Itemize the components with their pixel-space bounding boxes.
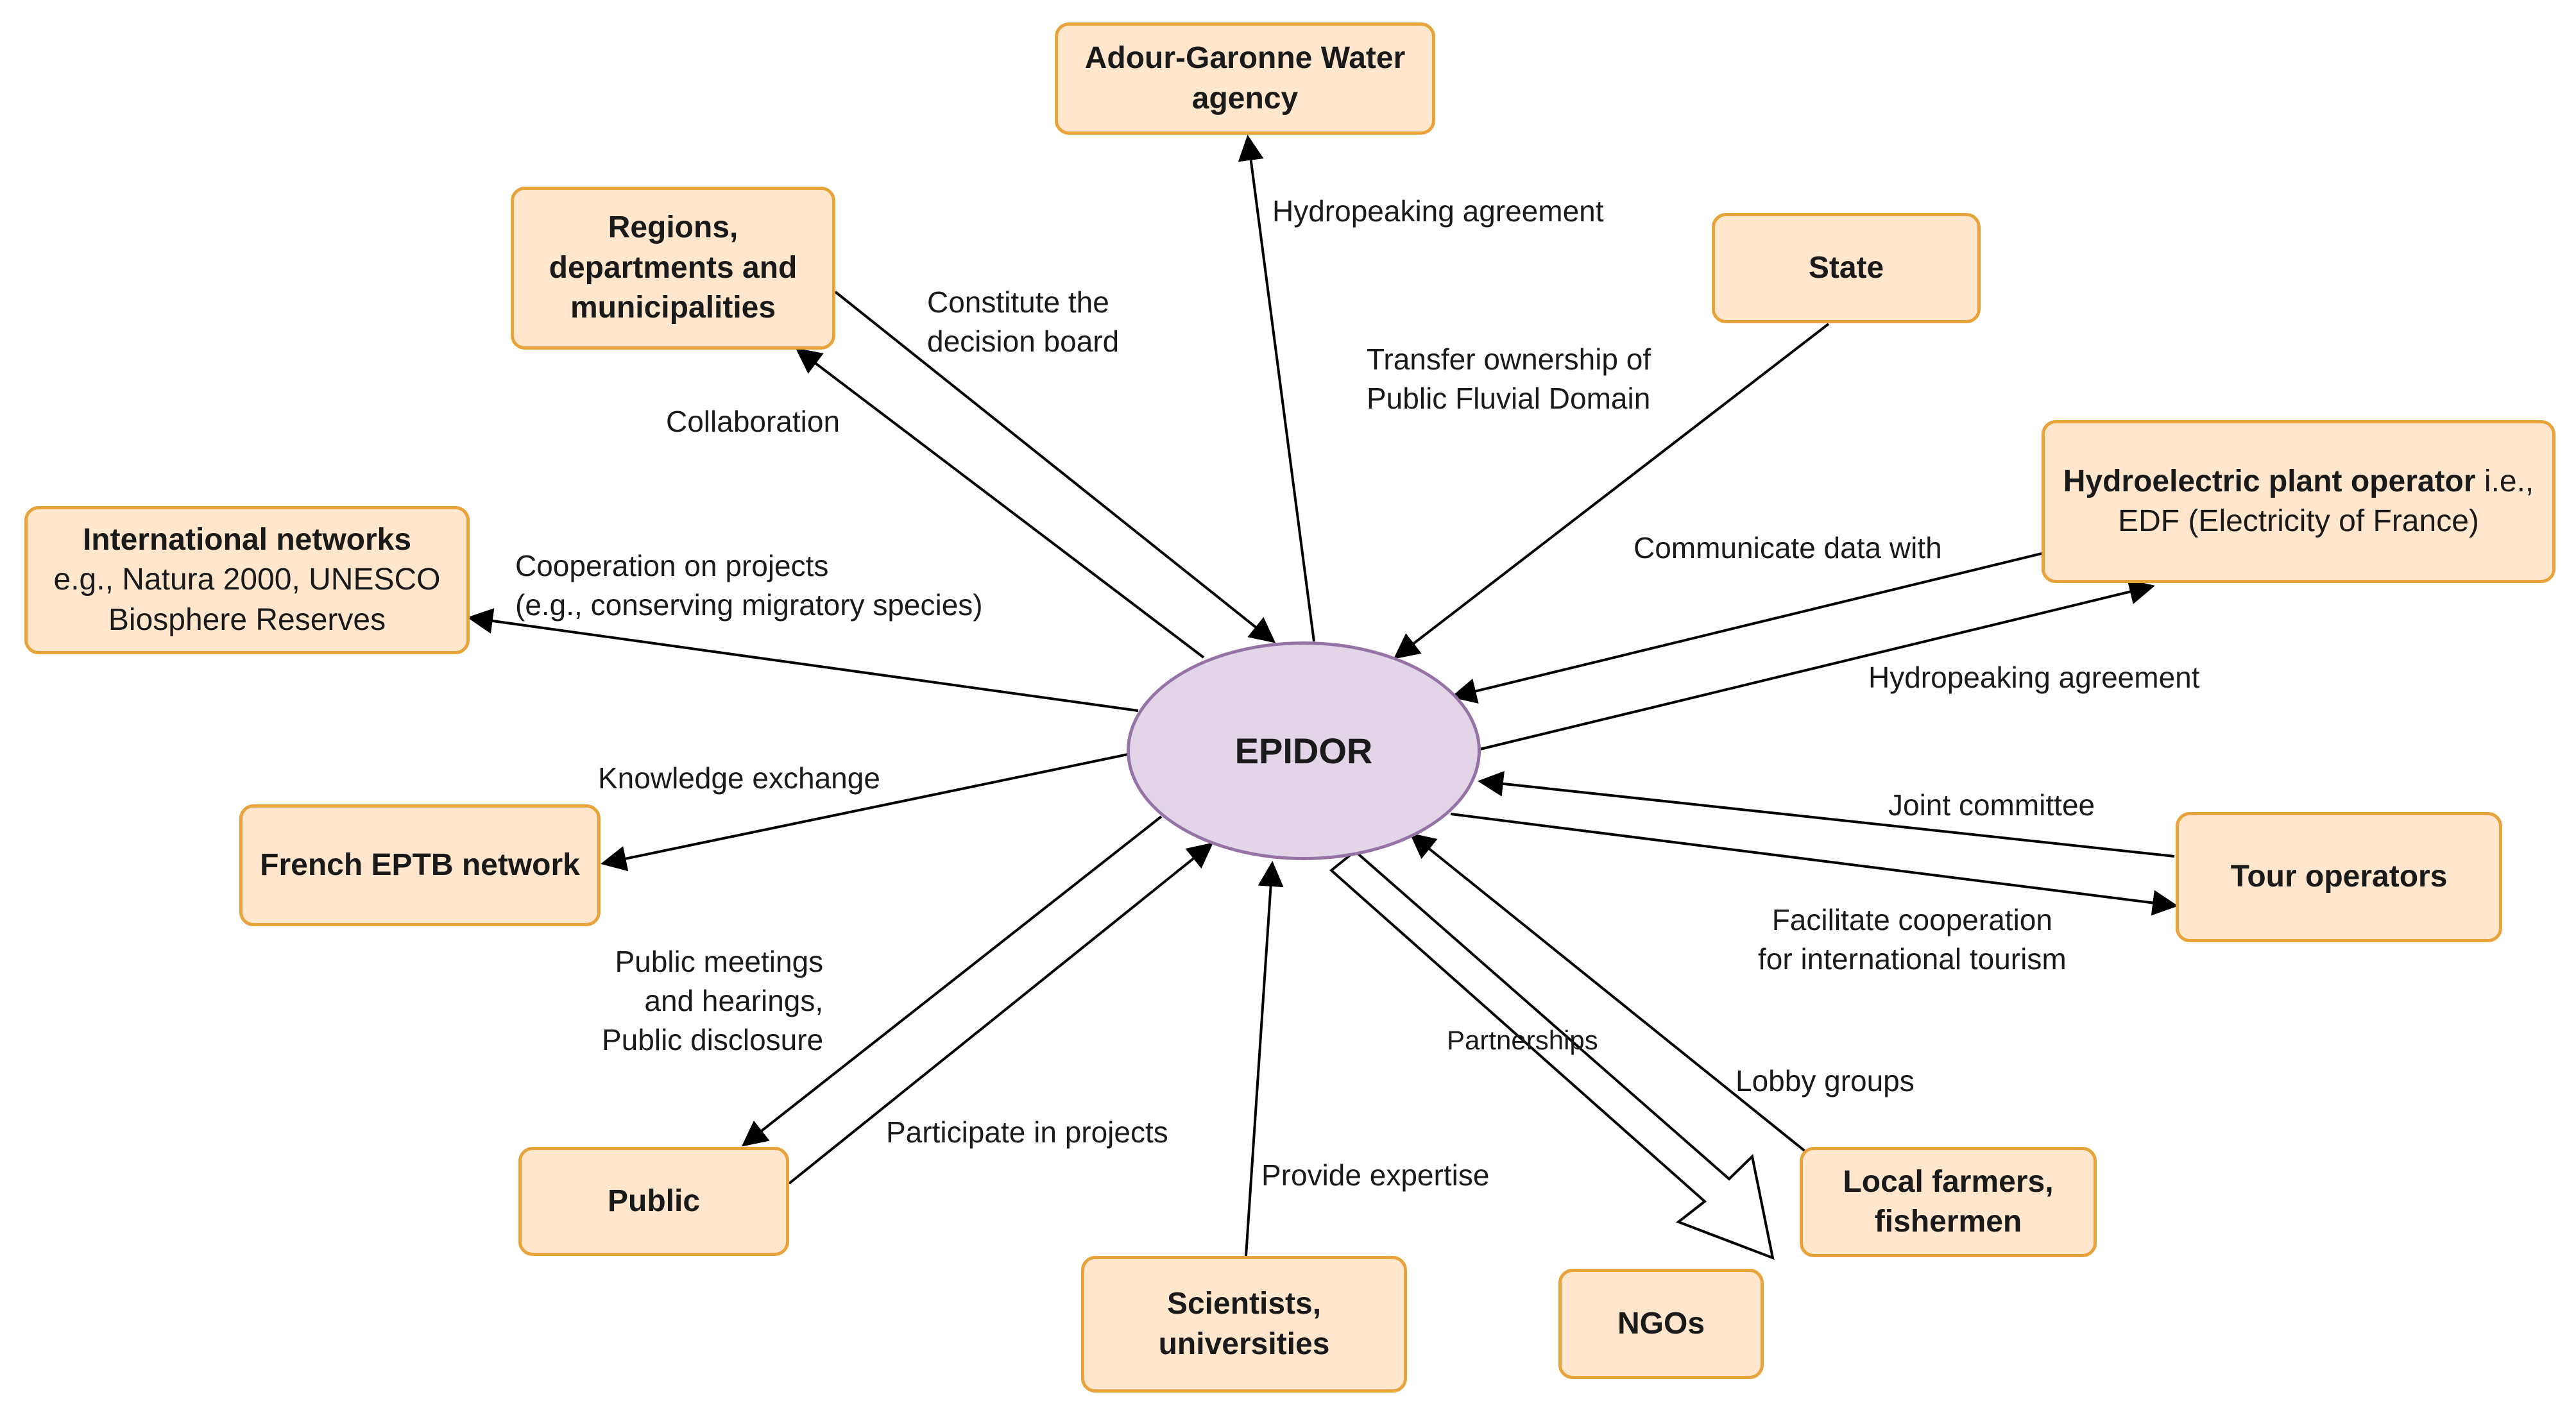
label-hydropeaking-right: Hydropeaking agreement xyxy=(1868,661,2200,694)
label-facilitate-cooperation: Facilitate cooperation for international… xyxy=(1758,901,2067,979)
adour-line-2: agency xyxy=(1191,81,1299,115)
regions-line-1: Regions, xyxy=(608,210,738,245)
public-node: Public xyxy=(518,1147,789,1256)
tour-operators-node: Tour operators xyxy=(2176,812,2502,942)
regions-line-3: municipalities xyxy=(570,291,776,325)
cooperation-line-1: Cooperation on projects xyxy=(515,549,829,582)
edge-epidor-to-eptb xyxy=(601,753,1129,872)
cooperation-line-2: (e.g., conserving migratory species) xyxy=(515,588,983,622)
adour-line-1: Adour-Garonne Water xyxy=(1084,41,1406,76)
edge-epidor-to-adour xyxy=(1238,135,1315,642)
edge-public-to-epidor xyxy=(788,842,1214,1185)
public-meet-line-2: and hearings, xyxy=(644,984,824,1018)
scientists-node: Scientists, universities xyxy=(1081,1256,1407,1393)
edge-farmers-to-epidor xyxy=(1409,833,1811,1156)
local-farmers-node: Local farmers, fishermen xyxy=(1800,1147,2097,1257)
edge-tour-to-epidor xyxy=(1478,770,2175,858)
epidor-node: EPIDOR xyxy=(1127,641,1481,860)
state-label: State xyxy=(1808,250,1884,285)
scientists-line-1: Scientists, xyxy=(1166,1287,1322,1321)
label-joint-committee: Joint committee xyxy=(1888,788,2095,822)
eptb-label: French EPTB network xyxy=(260,847,580,882)
regions-node: Regions, departments and municipalities xyxy=(511,187,835,350)
label-provide-expertise: Provide expertise xyxy=(1261,1158,1490,1192)
edge-epidor-to-tour xyxy=(1450,813,2178,916)
label-participate-projects: Participate in projects xyxy=(886,1115,1168,1149)
label-knowledge-exchange: Knowledge exchange xyxy=(598,761,880,795)
label-constitute-board: Constitute the decision board xyxy=(927,283,1119,361)
label-public-meetings: Public meetings and hearings, Public dis… xyxy=(602,942,823,1060)
public-meet-line-3: Public disclosure xyxy=(602,1023,824,1057)
label-hydropeaking-top: Hydropeaking agreement xyxy=(1272,194,1604,228)
edge-epidor-to-ngos-block-arrow xyxy=(1329,849,1775,1260)
ngos-label: NGOs xyxy=(1617,1306,1705,1341)
regions-line-2: departments and xyxy=(549,250,798,285)
intl-line-2: e.g., Natura 2000, UNESCO xyxy=(53,563,441,597)
edge-scientists-to-epidor xyxy=(1245,861,1284,1257)
hydro-title: Hydroelectric plant operator xyxy=(2063,464,2476,498)
international-networks-node: International networks e.g., Natura 2000… xyxy=(24,506,470,654)
hydro-line-2: EDF (Electricity of France) xyxy=(2118,504,2479,538)
label-lobby-groups: Lobby groups xyxy=(1736,1064,1915,1097)
edge-state-to-epidor xyxy=(1393,323,1830,659)
hydroelectric-operator-node: Hydroelectric plant operator i.e., EDF (… xyxy=(2042,420,2555,583)
constitute-line-1: Constitute the xyxy=(927,285,1109,319)
constitute-line-2: decision board xyxy=(927,325,1120,359)
epidor-label: EPIDOR xyxy=(1234,731,1373,771)
label-partnerships: Partnerships xyxy=(1447,1025,1598,1055)
label-communicate-data: Communicate data with xyxy=(1633,531,1942,564)
label-cooperation-projects: Cooperation on projects (e.g., conservin… xyxy=(515,547,983,625)
edge-epidor-to-intl xyxy=(467,608,1139,712)
edge-epidor-to-regions xyxy=(795,348,1205,659)
ngos-node: NGOs xyxy=(1558,1269,1764,1379)
label-collaboration: Collaboration xyxy=(666,405,840,438)
adour-garonne-node: Adour-Garonne Water agency xyxy=(1055,22,1435,135)
public-label: Public xyxy=(607,1183,701,1218)
hydro-line-1: Hydroelectric plant operator i.e., xyxy=(2063,462,2534,502)
edge-hydro-to-epidor xyxy=(1451,552,2042,704)
edge-regions-to-epidor xyxy=(834,291,1276,643)
farmers-line-1: Local farmers, xyxy=(1843,1164,2054,1199)
transfer-line-2: Public Fluvial Domain xyxy=(1367,382,1651,416)
scientists-line-2: universities xyxy=(1158,1326,1330,1361)
french-eptb-network-node: French EPTB network xyxy=(239,804,601,926)
facilitate-line-2: for international tourism xyxy=(1758,942,2067,976)
transfer-line-1: Transfer ownership of xyxy=(1367,343,1651,376)
tour-label: Tour operators xyxy=(2230,860,2448,894)
state-node: State xyxy=(1712,213,1981,323)
farmers-line-2: fishermen xyxy=(1874,1205,2022,1239)
intl-line-3: Biosphere Reserves xyxy=(108,602,386,637)
label-transfer-ownership: Transfer ownership of Public Fluvial Dom… xyxy=(1367,340,1651,418)
edge-epidor-to-public xyxy=(741,815,1163,1147)
edge-epidor-to-hydro xyxy=(1480,579,2155,750)
hydro-title-rest: i.e., xyxy=(2475,464,2534,498)
public-meet-line-1: Public meetings xyxy=(615,945,824,978)
intl-title: International networks xyxy=(82,522,412,557)
facilitate-line-1: Facilitate cooperation xyxy=(1771,903,2052,936)
